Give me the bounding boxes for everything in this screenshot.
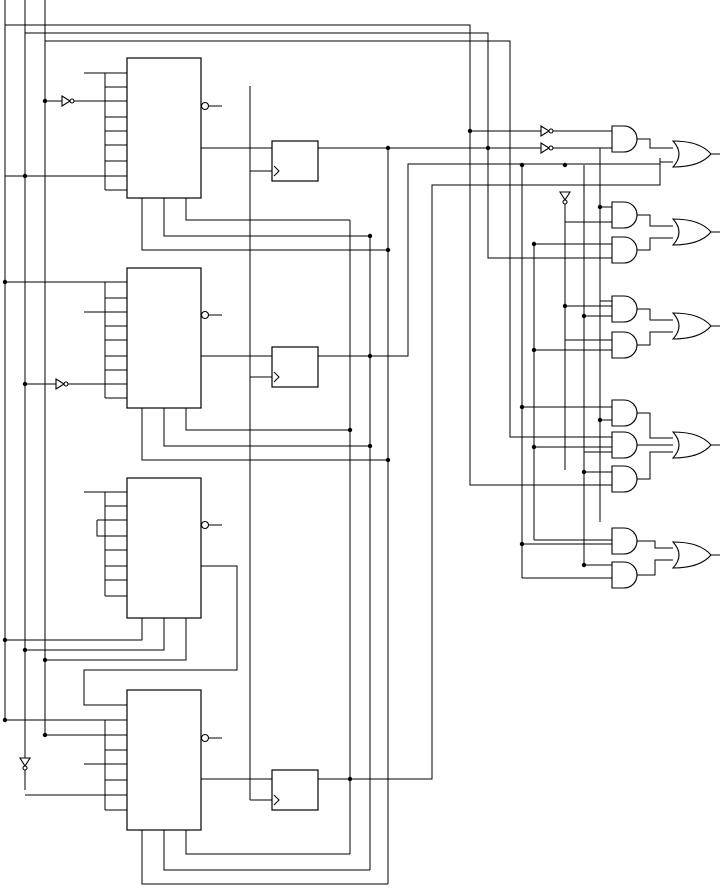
inverter-4 [540,125,612,137]
flip-flop-1 [222,140,612,182]
inverter-2 [55,378,105,390]
flip-flop-2 [222,158,661,388]
or-gate-5 [671,541,720,569]
feedback-bus [349,148,389,884]
and-gate-4 [565,295,673,323]
inverter-6 [559,191,571,205]
and-gate-8 [584,451,673,493]
and-gate-9 [522,527,673,555]
and-gate-1 [611,125,673,153]
inverted-output-bubble [200,520,210,530]
and-gate-3 [534,236,673,264]
inverter-3 [19,757,31,771]
counter-4 [5,689,388,885]
and-gate-5 [534,331,673,359]
or-gate-3 [671,312,720,340]
counter-2 [5,267,388,461]
counter-1 [5,57,388,251]
logic-bus [470,130,601,578]
input-bus [4,0,612,790]
and-gate-10 [522,559,673,589]
inverter-5 [540,142,612,154]
and-gate-6 [522,399,673,439]
junctions [2,98,603,782]
and-gate-2 [565,201,673,229]
or-gate-4 [671,431,720,459]
counter-3 [5,477,238,706]
inverter-1 [61,95,105,107]
and-gate-7 [534,431,673,459]
inverted-output-bubble [200,310,210,320]
or-gate-2 [671,218,720,246]
inverted-output-bubble [200,101,210,111]
or-gate-1 [671,140,720,168]
flip-flop-3 [222,161,673,811]
inverted-output-bubble [200,733,210,743]
